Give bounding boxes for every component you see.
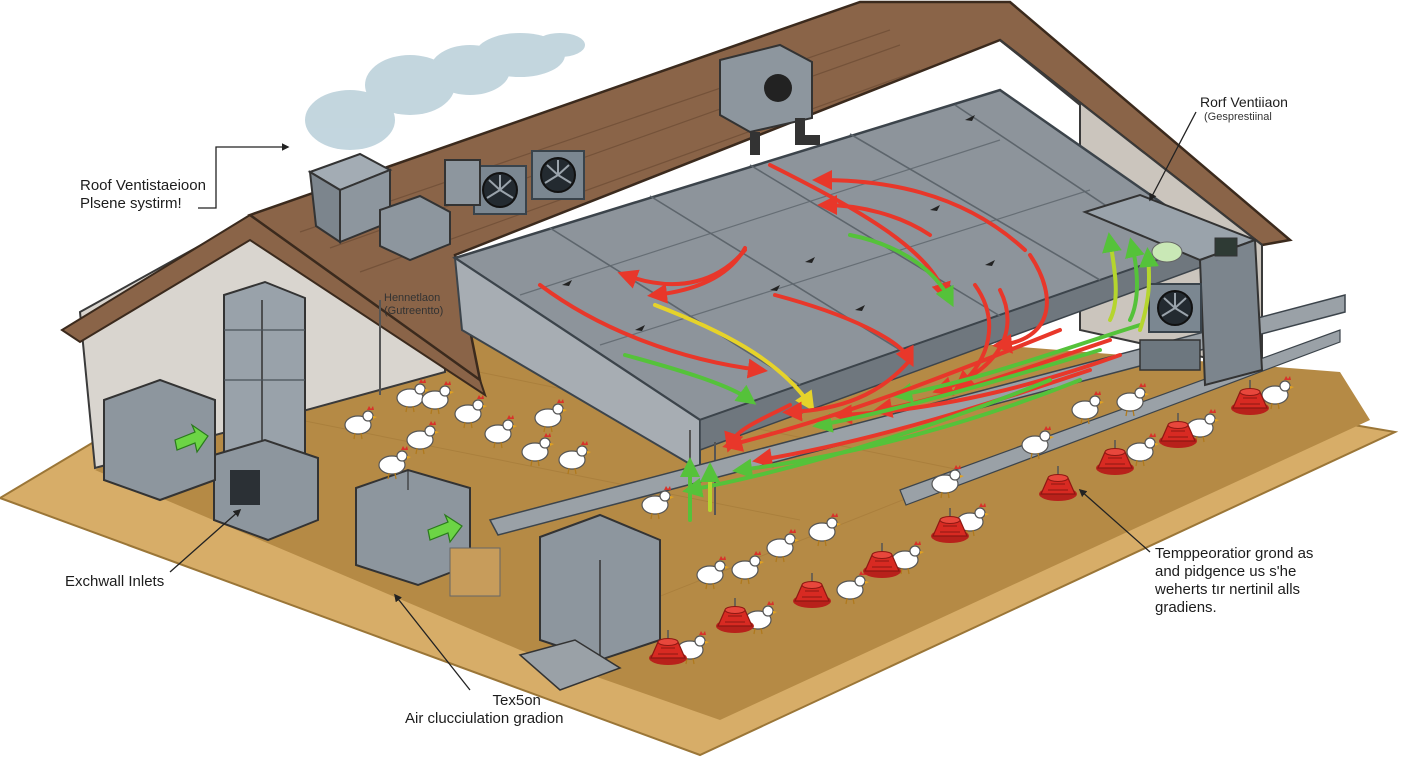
air-flow-arrows [538, 163, 1159, 522]
inlet-arrow-icon [174, 423, 209, 454]
right-ventilation-unit [1082, 193, 1264, 387]
label-air-circulation: Tex5on Air clucciulation gradion [405, 692, 564, 727]
label-roof-vent-left: Roof Ventistaeioon Plsene systirm! [80, 177, 206, 212]
fan-icon [1148, 283, 1202, 333]
label-roof-vent-right: Rorf Ventiiaon (Gesprestiinal [1200, 94, 1288, 123]
left-inlet-box [103, 378, 216, 502]
callout-lines [169, 111, 1197, 691]
label-hennetlaon: Hennetlaon (Gutreentto) [384, 292, 444, 318]
roof-exhaust-unit [307, 152, 451, 262]
fan-icon [531, 150, 585, 200]
fan-icon [473, 165, 527, 215]
ridge-ventilator [719, 43, 820, 155]
left-base-unit [213, 438, 319, 542]
inlet-arrow-icon [427, 513, 463, 544]
ceiling-flow-markers [562, 115, 995, 331]
label-temperature-gradients: Temppeoratior grond as and pidgence us s… [1155, 545, 1314, 616]
smoke-cloud-icon [305, 33, 585, 150]
label-exchwall-inlets: Exchwall Inlets [65, 573, 165, 590]
